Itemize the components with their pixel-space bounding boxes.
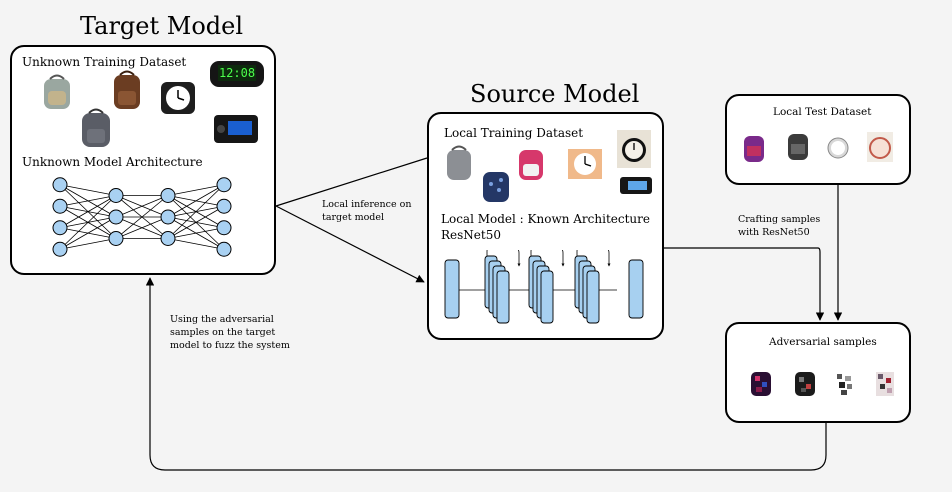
adversarial-samples-label: Adversarial samples xyxy=(769,336,877,348)
network-node xyxy=(52,177,68,193)
network-edge xyxy=(59,195,117,250)
unknown-training-dataset-label: Unknown Training Dataset xyxy=(22,55,187,69)
resnet-input-block xyxy=(444,259,460,319)
network-node xyxy=(216,177,232,193)
network-node xyxy=(52,241,68,257)
network-node xyxy=(160,231,176,246)
network-edge xyxy=(167,184,225,218)
backpack-thumbnail-7 xyxy=(744,136,764,162)
network-edge xyxy=(59,195,117,229)
crafting-annotation: Crafting samples with ResNet50 xyxy=(738,213,820,239)
target-model-title: Target Model xyxy=(80,12,244,40)
inference-annotation: Local inference on target model xyxy=(322,198,411,224)
network-edge xyxy=(115,195,169,218)
fuzz-annotation-line-2: samples on the target xyxy=(170,327,276,338)
network-node xyxy=(216,220,232,236)
adversarial-sample-1 xyxy=(751,372,771,396)
resnet-skip-connection xyxy=(486,250,521,267)
network-edge xyxy=(167,184,225,196)
alarm-clock-thumbnail-2 xyxy=(617,130,651,168)
adversarial-sample-4 xyxy=(876,372,894,396)
network-edge xyxy=(59,216,117,250)
radio-clock-thumbnail-2 xyxy=(620,177,652,194)
inference-annotation-line-1: Local inference on xyxy=(322,199,412,210)
fuzz-annotation-line-1: Using the adversarial xyxy=(170,314,274,325)
adversarial-samples-box: Adversarial samples xyxy=(725,322,911,423)
network-node xyxy=(160,188,176,203)
backpack-thumbnail-4 xyxy=(447,145,471,180)
alarm-clock-thumbnail xyxy=(161,82,195,114)
inference-line-up xyxy=(275,157,428,207)
alarm-clock-thumbnail-4 xyxy=(867,132,893,162)
network-node xyxy=(52,220,68,236)
target-model-box: Unknown Training Dataset Unknown Model A… xyxy=(10,45,276,275)
network-edge xyxy=(167,184,225,239)
network-edge xyxy=(59,184,117,196)
network-edge xyxy=(167,205,225,239)
network-node xyxy=(216,241,232,257)
backpack-thumbnail-6 xyxy=(519,150,543,180)
local-test-dataset-label: Local Test Dataset xyxy=(773,106,872,118)
crafting-annotation-line-2: with ResNet50 xyxy=(738,227,810,238)
local-training-dataset-label: Local Training Dataset xyxy=(444,126,584,140)
inference-annotation-line-2: target model xyxy=(322,212,385,223)
source-model-title: Source Model xyxy=(470,80,640,108)
network-edge xyxy=(167,227,225,239)
digital-clock-display: 12:08 xyxy=(218,65,256,81)
network-node xyxy=(108,231,124,246)
resnet-skip-connection xyxy=(576,250,611,267)
resnet50-label: ResNet50 xyxy=(441,228,501,242)
network-edge xyxy=(115,216,169,239)
network-edge xyxy=(59,238,117,250)
resnet-stage-block xyxy=(586,270,600,324)
resnet-skip-connection xyxy=(530,250,565,267)
network-connections xyxy=(59,184,225,250)
backpack-thumbnail-3 xyxy=(82,108,110,147)
network-node xyxy=(108,209,124,225)
neural-network-diagram xyxy=(52,177,232,257)
network-node xyxy=(216,198,232,214)
network-node xyxy=(108,188,124,203)
resnet-stage-block xyxy=(540,270,554,324)
radio-clock-thumbnail xyxy=(214,115,258,143)
digital-clock-thumbnail: 12:08 xyxy=(210,61,264,87)
network-edge xyxy=(167,238,225,250)
fuzz-annotation: Using the adversarial samples on the tar… xyxy=(170,313,290,352)
network-edge xyxy=(115,195,169,239)
wall-clock-thumbnail xyxy=(568,149,602,179)
adversarial-sample-3 xyxy=(837,374,852,395)
source-model-box: Local Training Dataset Local Model : Kno… xyxy=(427,112,664,340)
resnet-stage-block xyxy=(496,270,510,324)
fuzz-loop-arrow xyxy=(145,277,827,471)
backpack-thumbnail-8 xyxy=(788,134,808,160)
local-model-label: Local Model : Known Architecture xyxy=(441,212,650,226)
adversarial-sample-2 xyxy=(795,372,815,396)
network-edge xyxy=(59,195,117,207)
network-node xyxy=(52,198,68,214)
backpack-thumbnail-2 xyxy=(114,70,140,109)
resnet-output-block xyxy=(628,259,644,319)
unknown-model-architecture-label: Unknown Model Architecture xyxy=(22,155,203,169)
inference-arrow xyxy=(275,205,425,283)
fuzz-annotation-line-3: model to fuzz the system xyxy=(170,340,290,351)
resnet50-diagram xyxy=(444,250,644,324)
backpack-thumbnail-1 xyxy=(44,74,70,109)
crafting-arrow xyxy=(664,247,825,321)
crafting-annotation-line-1: Crafting samples xyxy=(738,214,821,225)
local-test-dataset-box: Local Test Dataset xyxy=(725,94,911,185)
backpack-thumbnail-5 xyxy=(483,172,509,202)
alarm-clock-thumbnail-3 xyxy=(827,137,849,159)
network-node xyxy=(160,209,176,225)
